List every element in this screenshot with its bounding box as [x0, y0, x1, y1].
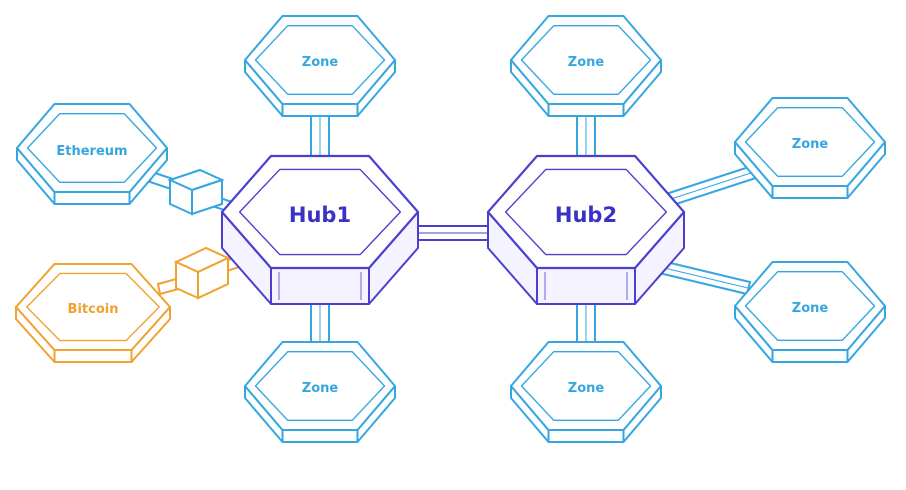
zone-hub2-bottom-node — [510, 341, 662, 443]
nodes-layer — [15, 15, 886, 443]
zone-hub1-bottom-node — [244, 341, 396, 443]
zone-hub2-upper-right-node — [734, 97, 886, 199]
zone-hub2-lower-right-label: Zone — [792, 301, 829, 316]
hub2-node — [486, 154, 686, 305]
zone-hub2-lower-right-node — [734, 261, 886, 363]
zone-hub1-top-node — [244, 15, 396, 117]
zone-hub2-bottom-label: Zone — [568, 381, 605, 396]
hub1-node — [220, 154, 420, 305]
hub1-label: Hub1 — [289, 203, 351, 227]
bitcoin-node — [15, 263, 171, 363]
zone-hub1-top-label: Zone — [302, 55, 339, 70]
ethereum-peg-zone-cube — [167, 168, 225, 216]
connector-hub1-hub2 — [411, 225, 497, 241]
hub2-label: Hub2 — [555, 203, 617, 227]
zone-hub1-bottom-label: Zone — [302, 381, 339, 396]
zone-hub2-top-label: Zone — [568, 55, 605, 70]
zone-hub2-top-node — [510, 15, 662, 117]
zone-hub2-upper-right-label: Zone — [792, 137, 829, 152]
bitcoin-label: Bitcoin — [68, 302, 119, 317]
ethereum-label: Ethereum — [56, 144, 127, 159]
ethereum-node — [16, 103, 168, 205]
bitcoin-peg-zone-cube — [173, 246, 231, 300]
